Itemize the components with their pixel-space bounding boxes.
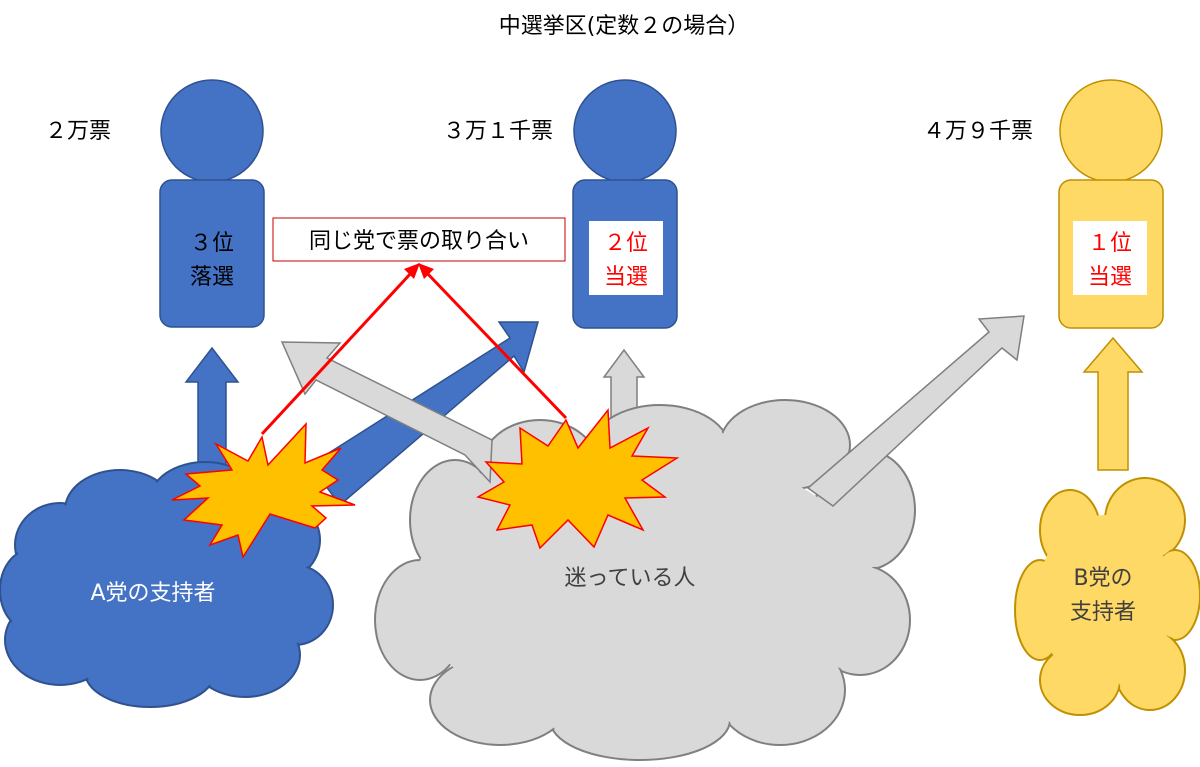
candidate-a1-votes: ２万票 — [45, 119, 111, 144]
burst-undecided — [476, 407, 680, 550]
red-arrowhead-left — [404, 263, 420, 279]
arrow-undecided-to-candidate-a1 — [280, 341, 493, 484]
candidate-a2-head — [573, 79, 677, 183]
red-line-left — [260, 270, 414, 436]
arrow-up-a1 — [184, 346, 240, 469]
burst-party-a — [171, 422, 356, 559]
callout-text: 同じ党で票の取り合い — [309, 229, 529, 254]
party-b-label-line1: B党の — [1073, 566, 1132, 591]
arrow-undecided-to-candidate-b — [806, 315, 1025, 507]
candidate-a1-result: 落選 — [190, 265, 234, 290]
candidate-b: １位 当選 — [1058, 79, 1164, 329]
callout-box — [272, 217, 566, 262]
arrow-up-b — [1082, 336, 1144, 471]
candidate-b-votes: ４万９千票 — [923, 119, 1033, 144]
candidate-b-result: 当選 — [1088, 265, 1132, 290]
party-b-label-line2: 支持者 — [1070, 600, 1136, 625]
diagram-title: 中選挙区(定数２の場合） — [499, 14, 750, 39]
candidate-a2: ２位 当選 — [572, 79, 678, 329]
candidate-a2-label-box — [589, 221, 663, 295]
candidate-a1-head — [160, 79, 264, 183]
party-b-cloud — [1014, 477, 1200, 716]
candidate-b-rank: １位 — [1088, 231, 1132, 256]
candidate-a2-rank: ２位 — [604, 231, 648, 256]
candidate-b-label-box — [1073, 221, 1147, 295]
undecided-label: 迷っている人 — [565, 566, 696, 591]
candidate-b-head — [1059, 79, 1163, 183]
party-a-label: A党の支持者 — [90, 581, 215, 606]
red-line-right — [424, 270, 568, 420]
red-arrowhead-right — [418, 263, 434, 279]
candidate-a1-rank: ３位 — [190, 231, 234, 256]
candidate-a1: ３位 落選 — [159, 79, 265, 328]
candidate-a2-result: 当選 — [604, 265, 648, 290]
candidate-a2-votes: ３万１千票 — [443, 119, 553, 144]
candidate-a1-body — [159, 179, 265, 328]
